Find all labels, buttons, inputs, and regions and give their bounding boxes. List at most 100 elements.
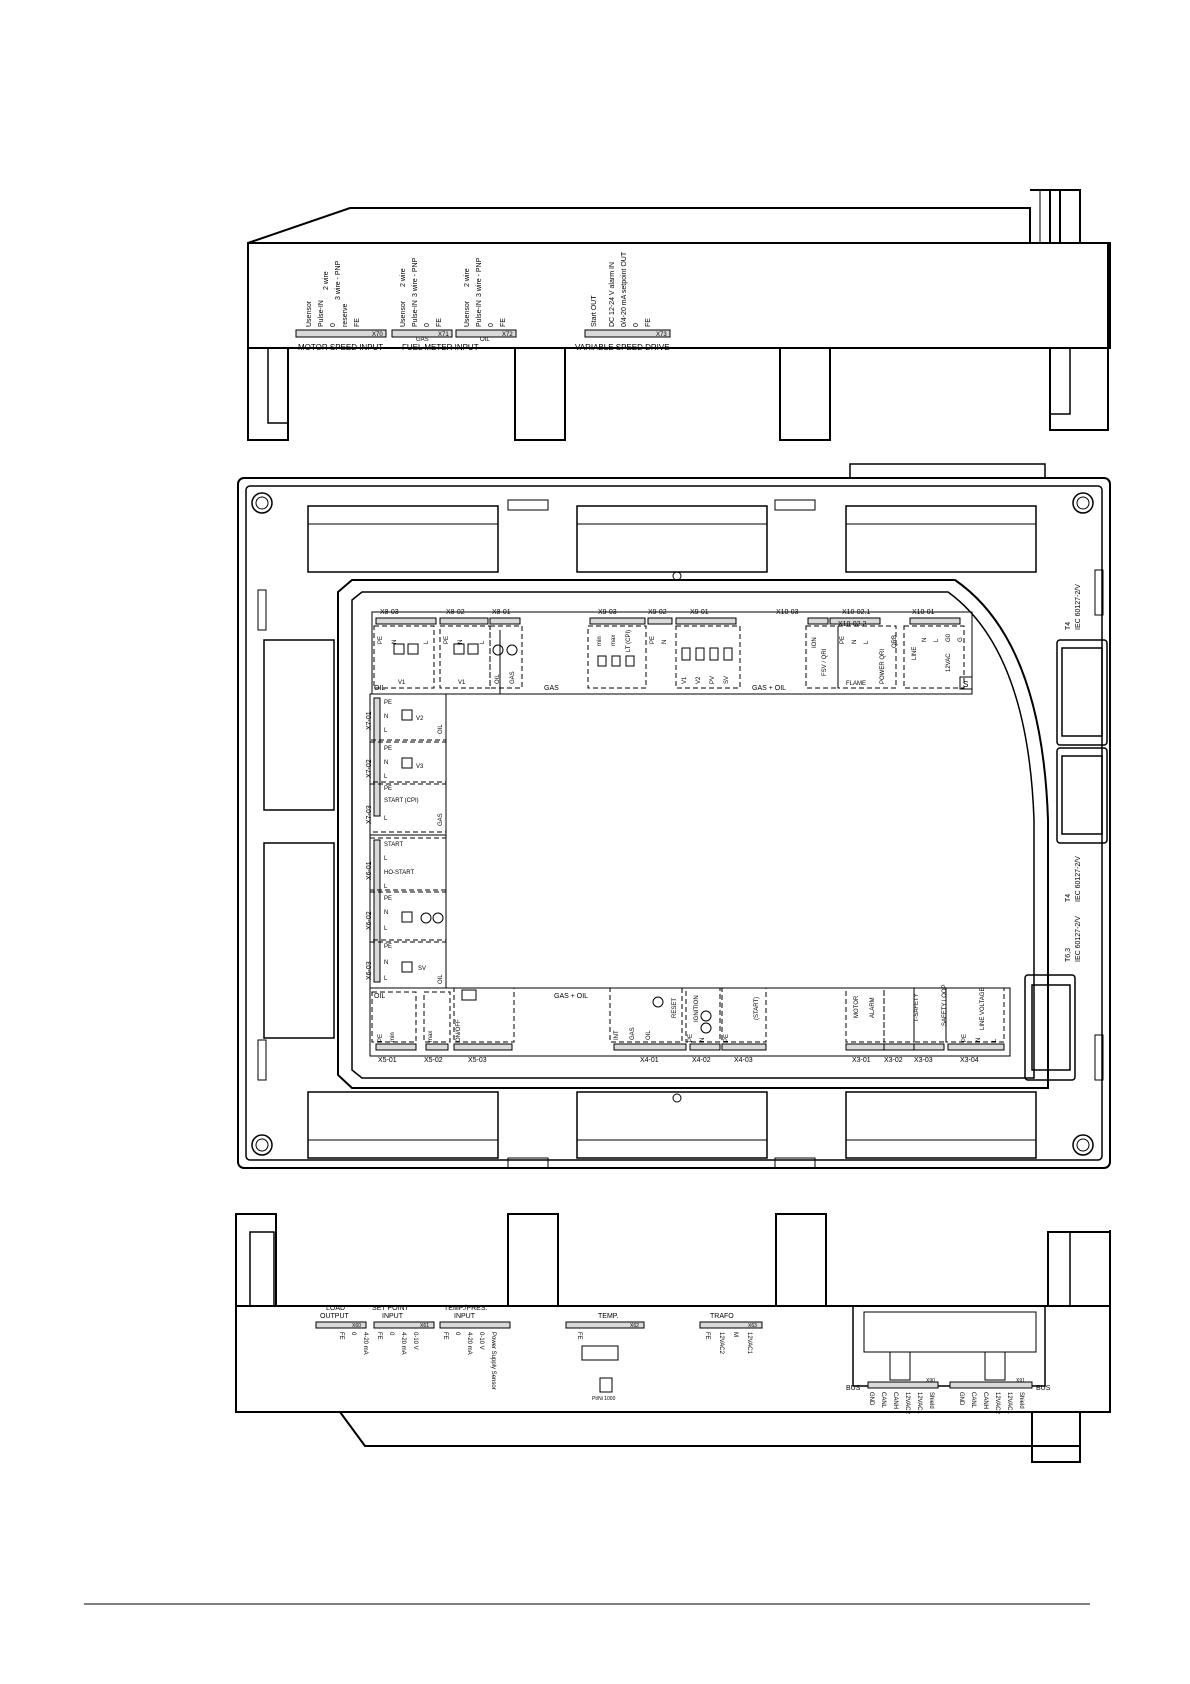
fuse-t63-norm: IEC 60127-2/V [1075, 916, 1082, 962]
bus-b-pin-4: 12VAC2 [994, 1392, 1000, 1415]
speed-pin-5: FE [354, 318, 361, 327]
bus-b-pin-5: 12VAC1 [1006, 1392, 1012, 1415]
fuse-t4b-label: T4 [1065, 894, 1072, 902]
reset-label: RESET [672, 998, 678, 1018]
bus-a-pin-2: CANL [880, 1392, 886, 1409]
x62-label: X62 [630, 1323, 639, 1329]
oil-meter-label: OIL [480, 337, 490, 343]
x10-02-pe: PE [840, 636, 846, 644]
x9-01-v2: V2 [696, 676, 702, 684]
x10-01-n: N [922, 638, 928, 642]
fuse-t4b-norm: IEC 60127-2/V [1075, 856, 1082, 902]
x9-03-label: X9-03 [598, 609, 617, 616]
x8-02-pe: PE [444, 636, 450, 644]
x9-03-max: max [611, 635, 617, 646]
x8-02-label: X8-02 [446, 609, 465, 616]
bus-b-pin-2: CANL [970, 1392, 976, 1409]
trafo-label: TRAFO [710, 1313, 734, 1320]
x5-02-max: max [428, 1031, 434, 1042]
gas-wire2: 2 wire [400, 268, 407, 287]
x7-01-oil: OIL [438, 724, 444, 734]
bus-b-pin-6: Shield [1018, 1392, 1024, 1409]
x4-02-pe: PE [688, 1034, 694, 1042]
x3-02-label: X3-02 [884, 1057, 903, 1064]
x3-04-label: X3-04 [960, 1057, 979, 1064]
upper-gas-label: GAS [544, 685, 559, 692]
fuse-t4-norm: IEC 60127-2/V [1075, 584, 1082, 630]
alarm-label: ALARM [870, 997, 876, 1018]
x10-01-g: G [958, 637, 964, 642]
set-point-line1: SET POINT [372, 1305, 410, 1312]
x6-01-l1: L [384, 856, 388, 862]
fuse-t63-label: T6,3 [1065, 948, 1072, 962]
x7-03-pe: PE [384, 786, 392, 792]
x70-label: X70 [372, 332, 383, 338]
x3-03-label: X3-03 [914, 1057, 933, 1064]
bus-a-pin-4: 12VAC2 [904, 1392, 910, 1415]
x72-label: X72 [502, 332, 513, 338]
x7-02-pe: PE [384, 746, 392, 752]
temp-pres-pin-2: 0 [454, 1332, 460, 1336]
trafo-pin-4: 12VAC1 [746, 1332, 752, 1355]
fuel-meter-input-label: FUEL METER INPUT [402, 343, 479, 352]
trafo-pin-3: M [732, 1332, 738, 1337]
bus-b-pin-3: CANH [982, 1392, 988, 1409]
s-label: S [963, 680, 968, 689]
x8-02-l: L [480, 640, 486, 644]
pt-ni-label: Pt/Ni 1000 [592, 1396, 616, 1402]
x10-02-2-label: X10-02.2 [838, 621, 867, 628]
x73-label: X73 [656, 332, 667, 338]
x61-label: X61 [420, 1323, 429, 1329]
gas-meter-label: GAS [416, 337, 429, 343]
x9-03-lt: LT (CPI) [626, 630, 632, 652]
lower-gas-oil-label: GAS + OIL [554, 993, 588, 1000]
speed-pin-4: reserve [342, 304, 349, 327]
upper-oil-label: OIL [374, 685, 385, 692]
x5-02-label: X5-02 [424, 1057, 443, 1064]
bus-a-pin-6: Shield [928, 1392, 934, 1409]
flame-label: FLAME [846, 681, 866, 687]
gas-pin-4: FE [436, 318, 443, 327]
main-housing [237, 463, 1111, 1169]
x6-02-n: N [384, 910, 388, 916]
oil-pin-3: 0 [488, 323, 495, 327]
x4-02-label: X4-02 [692, 1057, 711, 1064]
temp-pres-line2: INPUT [454, 1313, 476, 1320]
x4-01-label: X4-01 [640, 1057, 659, 1064]
temp-pin-1: FE [576, 1332, 582, 1340]
load-output-line2: OUTPUT [320, 1313, 350, 1320]
x4-01-oil: OIL [646, 1030, 652, 1040]
bus-a-pin-1: GND [868, 1392, 874, 1406]
gas-pin-2: Pulse-IN [412, 300, 419, 327]
x10-03-label: X10-03 [776, 609, 799, 616]
x6-01-l2: L [384, 884, 388, 890]
x8-03-l: L [424, 640, 430, 644]
x8-03-n: N [392, 640, 398, 644]
load-output-line1: LOAD [326, 1305, 345, 1312]
x6-03-pe: PE [384, 944, 392, 950]
bus-a-pin-5: 12VAC1 [916, 1392, 922, 1415]
oil-pin-4: FE [500, 318, 507, 327]
x7-01-l: L [384, 728, 388, 734]
x90-label: X90 [926, 1378, 935, 1384]
power-qri-label: POWER QRI [880, 649, 886, 684]
x8-02-n: N [458, 640, 464, 644]
temp-pres-pin-5: Power Supply Sensor [490, 1332, 496, 1390]
x4-03-label: X4-03 [734, 1057, 753, 1064]
oil-pin-2: Pulse-IN [476, 300, 483, 327]
bus-right-label: BUS [1036, 1385, 1051, 1392]
vsd-pin-3: 0/4-20 mA setpoint OUT [621, 251, 628, 327]
fuse-t4-label: T4 [1065, 622, 1072, 630]
x7-03-label: X7-03 [366, 805, 373, 824]
x7-01-v2: V2 [416, 716, 424, 722]
x7-03-l: L [384, 816, 388, 822]
x9-01-v1: V1 [682, 676, 688, 684]
x8-02-v1: V1 [458, 680, 466, 686]
vsd-pin-2: DC 12-24 V alarm IN [609, 262, 616, 327]
speed-pin-1: Usensor [306, 300, 313, 327]
x3-04-pe: PE [962, 1034, 968, 1042]
start-label: (START) [754, 997, 760, 1020]
speed-pin-3: 0 [330, 323, 337, 327]
x7-01-label: X7-01 [366, 711, 373, 730]
x9-01-pv: PV [710, 676, 716, 684]
